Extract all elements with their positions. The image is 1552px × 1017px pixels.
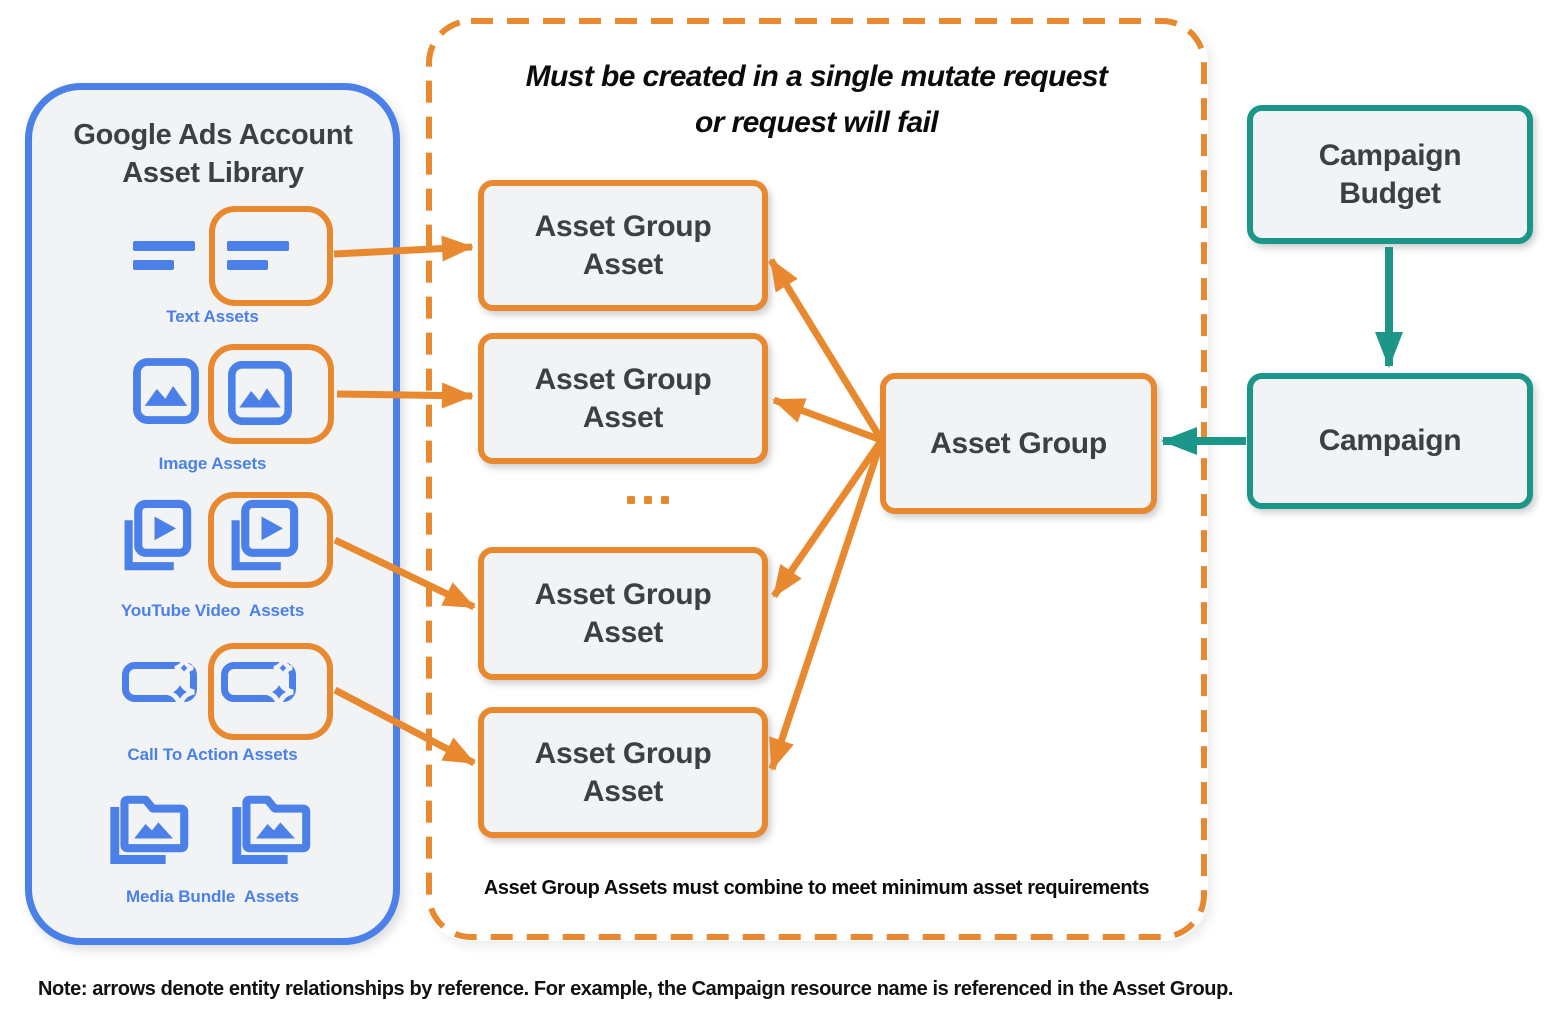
- minimum-requirements-note: Asset Group Assets must combine to meet …: [483, 877, 1150, 899]
- image-assets-label: Image Assets: [158, 454, 267, 473]
- text-asset-highlight-ring: [209, 206, 333, 306]
- reference-note: Note: arrows denote entity relationships…: [38, 978, 1234, 1000]
- text-asset-icon: [133, 241, 197, 271]
- campaign-label: Campaign: [1318, 424, 1462, 457]
- asset-library-title-line1: Google Ads Account: [73, 119, 353, 151]
- asset-group-asset-1-label-line1: Asset Group: [534, 209, 712, 243]
- asset-group-label: Asset Group: [930, 426, 1107, 460]
- text-asset-icon: [227, 241, 291, 271]
- youtube-video-assets-label: YouTube Video Assets: [120, 601, 305, 620]
- asset-library-title-line2: Asset Library: [122, 157, 304, 189]
- campaign-budget-label-line2: Budget: [1339, 176, 1441, 210]
- call-to-action-asset-icon: [221, 652, 299, 708]
- mutate-request-title: Must be created in a single mutate reque…: [445, 54, 1188, 146]
- image-asset-icon: [227, 360, 293, 426]
- asset-group-asset-2-label-line2: Asset: [582, 400, 664, 434]
- youtube-video-asset-icon: [119, 498, 196, 578]
- media-bundle-asset-icon: [104, 786, 195, 870]
- asset-group-asset-3-label-line1: Asset Group: [534, 577, 712, 611]
- call-to-action-asset-highlight-ring: [208, 643, 333, 740]
- call-to-action-assets-label: Call To Action Assets: [127, 745, 298, 764]
- campaign-budget-label-line1: Campaign: [1318, 138, 1462, 172]
- image-asset-highlight-ring: [208, 344, 334, 444]
- youtube-video-asset-highlight-ring: [208, 492, 333, 588]
- asset-group-asset-box-2: Asset Group Asset: [478, 333, 768, 464]
- asset-group-box: Asset Group: [880, 373, 1157, 514]
- asset-group-asset-1-label-line2: Asset: [582, 247, 664, 281]
- youtube-video-asset-icon: [226, 498, 303, 578]
- asset-group-asset-3-label-line2: Asset: [582, 615, 664, 649]
- asset-library-title: Google Ads Account Asset Library: [32, 116, 394, 192]
- mutate-title-line2: or request will fail: [694, 106, 939, 139]
- call-to-action-asset-icon: [122, 652, 200, 708]
- campaign-box: Campaign: [1247, 373, 1533, 509]
- image-asset-icon: [132, 357, 200, 425]
- campaign-budget-box: Campaign Budget: [1247, 105, 1533, 244]
- ellipsis-more-assets: [627, 496, 669, 504]
- asset-group-asset-2-label-line1: Asset Group: [534, 362, 712, 396]
- media-bundle-assets-label: Media Bundle Assets: [125, 887, 300, 906]
- asset-group-asset-box-1: Asset Group Asset: [478, 180, 768, 311]
- asset-group-asset-box-3: Asset Group Asset: [478, 547, 768, 680]
- text-assets-label: Text Assets: [166, 307, 259, 326]
- asset-group-asset-4-label-line2: Asset: [582, 774, 664, 808]
- mutate-title-line1: Must be created in a single mutate reque…: [525, 60, 1108, 93]
- asset-group-asset-4-label-line1: Asset Group: [534, 736, 712, 770]
- media-bundle-asset-icon: [226, 786, 317, 870]
- asset-group-asset-box-4: Asset Group Asset: [478, 707, 768, 838]
- dashed-border: [426, 18, 1207, 940]
